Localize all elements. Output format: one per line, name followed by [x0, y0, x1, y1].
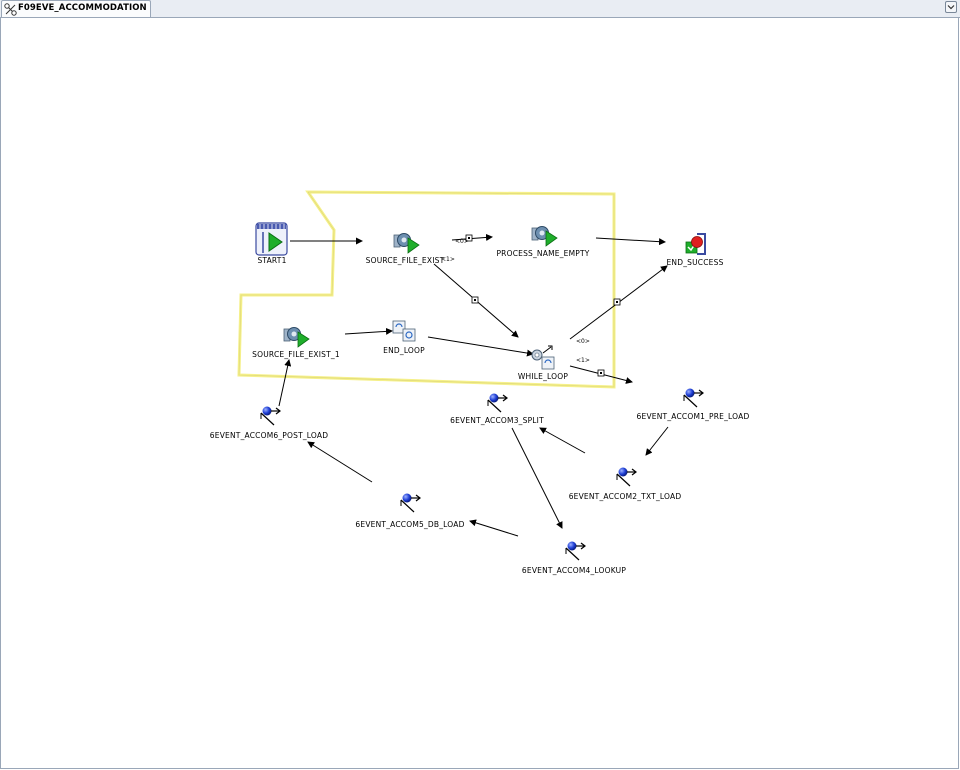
condition-label: <0>: [576, 338, 590, 345]
arrow-end-loop-to-while-loop[interactable]: [427, 336, 534, 357]
variable-evaluate-icon: [531, 226, 558, 247]
arrow-source-file-exist-1-to-end-loop[interactable]: [344, 327, 393, 335]
node-label: 6EVENT_ACCOM5_DB_LOAD: [355, 520, 465, 529]
event-icon: [683, 388, 704, 408]
arrow-event-accom5-to-event-accom6[interactable]: [307, 441, 373, 483]
node-label: 6EVENT_ACCOM2_TXT_LOAD: [568, 492, 682, 501]
arrow-event-accom6-to-source-file-exist-1[interactable]: [278, 359, 292, 407]
tab-f09eve-accommodation[interactable]: F09EVE_ACCOMMODATION: [1, 0, 151, 17]
event-icon: [487, 393, 508, 413]
node-label: SOURCE_FILE_EXIST: [365, 256, 445, 265]
node-label: START1: [257, 256, 287, 265]
variable-evaluate-icon: [283, 327, 310, 348]
chevron-down-icon: [947, 5, 955, 10]
link-handle[interactable]: [465, 234, 473, 242]
node-label: WHILE_LOOP: [517, 372, 569, 381]
node-label: END_LOOP: [383, 346, 425, 355]
end-success-icon: [685, 233, 706, 255]
arrow-event-accom4-to-event-accom5[interactable]: [469, 519, 519, 537]
arrow-event-accom2-to-event-accom3[interactable]: [539, 427, 586, 454]
node-label: 6EVENT_ACCOM6_POST_LOAD: [209, 431, 329, 440]
tab-title: F09EVE_ACCOMMODATION: [18, 3, 147, 13]
event-icon: [260, 406, 281, 426]
node-label: 6EVENT_ACCOM3_SPLIT: [450, 416, 544, 425]
node-label: END_SUCCESS: [666, 258, 724, 267]
event-icon: [400, 493, 421, 513]
node-label: SOURCE_FILE_EXIST_1: [252, 350, 340, 359]
while-loop-icon: [531, 345, 555, 370]
link-handle[interactable]: [597, 369, 605, 377]
node-label: 6EVENT_ACCOM1_PRE_LOAD: [636, 412, 750, 421]
condition-label: <1>: [441, 256, 455, 263]
link-handle[interactable]: [471, 296, 479, 304]
link-handle[interactable]: [613, 298, 621, 306]
node-label: PROCESS_NAME_EMPTY: [496, 249, 590, 258]
package-diagram-icon: [4, 3, 17, 16]
arrow-event-accom3-to-event-accom4[interactable]: [511, 427, 563, 529]
start-icon: [255, 222, 288, 256]
diagram-canvas[interactable]: [0, 18, 959, 769]
variable-evaluate-icon: [393, 233, 420, 254]
arrow-event-accom1-to-event-accom2[interactable]: [645, 426, 669, 456]
event-icon: [616, 467, 637, 487]
view-menu-button[interactable]: [945, 1, 957, 13]
condition-label: <0>: [455, 238, 469, 245]
end-loop-icon: [392, 320, 416, 342]
node-label: 6EVENT_ACCOM4_LOOKUP: [521, 566, 627, 575]
editor-tab-bar: F09EVE_ACCOMMODATION: [0, 0, 960, 18]
arrow-process-name-empty-to-end-success[interactable]: [595, 237, 666, 246]
event-icon: [565, 541, 586, 561]
condition-label: <1>: [576, 357, 590, 364]
